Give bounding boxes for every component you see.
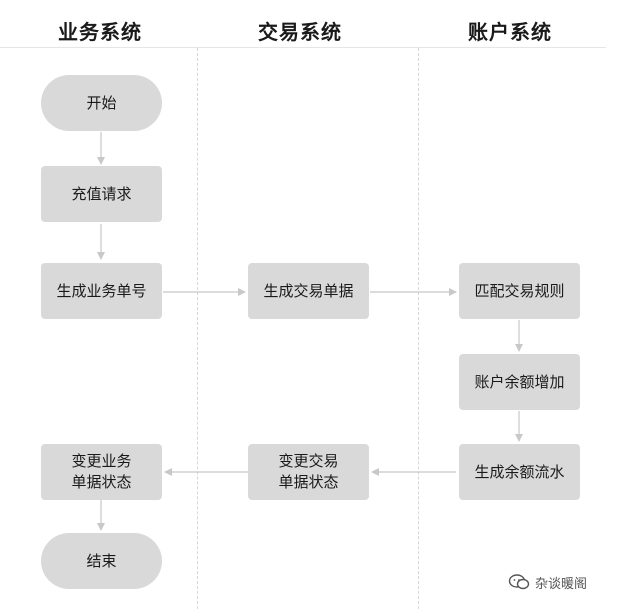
match-trade-rule-node: 匹配交易规则 — [459, 263, 580, 319]
change-business-status-node: 变更业务 单据状态 — [41, 444, 162, 500]
gen-trade-doc-label: 生成交易单据 — [263, 281, 354, 300]
header-divider — [0, 47, 606, 48]
recharge-request-label: 充值请求 — [71, 184, 132, 203]
recharge-request-node: 充值请求 — [41, 166, 162, 222]
wechat-icon — [508, 574, 530, 590]
gen-business-no-label: 生成业务单号 — [56, 281, 147, 300]
gen-business-no-node: 生成业务单号 — [41, 263, 162, 319]
end-label: 结束 — [86, 551, 117, 570]
balance-increase-node: 账户余额增加 — [459, 354, 580, 410]
balance-increase-label: 账户余额增加 — [474, 372, 565, 391]
gen-trade-doc-node: 生成交易单据 — [248, 263, 369, 319]
gen-balance-flow-node: 生成余额流水 — [459, 444, 580, 500]
change-trade-status-node: 变更交易 单据状态 — [248, 444, 369, 500]
change-business-status-label: 变更业务 单据状态 — [71, 452, 132, 491]
match-trade-rule-label: 匹配交易规则 — [474, 281, 565, 300]
watermark: 杂谈暖阁 — [508, 570, 587, 594]
lane-title-business: 业务系统 — [58, 20, 142, 44]
gen-balance-flow-label: 生成余额流水 — [474, 462, 565, 481]
lane-divider-1 — [197, 48, 198, 609]
lane-divider-2 — [418, 48, 419, 609]
lane-title-trade: 交易系统 — [258, 20, 342, 44]
start-label: 开始 — [86, 93, 117, 112]
start-node: 开始 — [41, 75, 162, 131]
end-node: 结束 — [41, 533, 162, 589]
lane-title-account: 账户系统 — [468, 20, 552, 44]
watermark-text: 杂谈暖阁 — [535, 576, 588, 592]
change-trade-status-label: 变更交易 单据状态 — [278, 452, 339, 491]
